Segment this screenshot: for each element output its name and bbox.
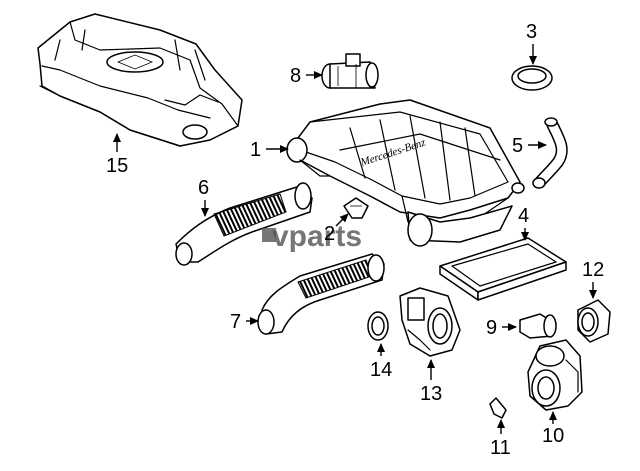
callout-label-8: 8 (290, 65, 301, 87)
duct-connector-ring (519, 313, 557, 339)
retaining-clip (343, 197, 369, 219)
intake-duct-upper (175, 182, 313, 266)
small-bracket (489, 397, 507, 419)
callout-11: 11 (490, 419, 511, 459)
callout-label-7: 7 (230, 311, 241, 333)
callout-7: 7 (230, 311, 259, 333)
callout-label-3: 3 (526, 21, 537, 43)
engine-cover (37, 13, 243, 147)
callout-13: 13 (420, 359, 442, 405)
intake-duct-lower (257, 253, 385, 335)
callout-label-11: 11 (490, 437, 511, 459)
breather-hose (532, 117, 568, 189)
callout-label-5: 5 (512, 135, 523, 157)
callout-9: 9 (486, 317, 517, 339)
callout-10: 10 (542, 411, 564, 447)
throttle-body (399, 287, 461, 357)
callout-4: 4 (518, 205, 529, 241)
callout-3: 3 (526, 21, 537, 65)
callout-label-10: 10 (542, 425, 564, 447)
callout-15: 15 (106, 133, 128, 177)
watermark-text: vparts (272, 220, 362, 253)
callout-label-1: 1 (250, 139, 261, 161)
callout-5: 5 (512, 135, 547, 157)
callout-label-4: 4 (518, 205, 529, 227)
callout-label-9: 9 (486, 317, 497, 339)
callout-2: 2 (324, 213, 349, 245)
callout-8: 8 (290, 65, 323, 87)
callout-label-15: 15 (106, 155, 128, 177)
throttle-gasket (367, 311, 389, 341)
callout-label-2: 2 (324, 223, 335, 245)
seal-ring (511, 65, 553, 91)
callout-label-13: 13 (420, 383, 442, 405)
callout-14: 14 (370, 343, 392, 381)
callout-12: 12 (582, 259, 604, 299)
air-cleaner-housing: Mercedes-Benz (286, 99, 525, 247)
air-filter-element (439, 237, 567, 301)
callout-label-14: 14 (370, 359, 392, 381)
coupling-sleeve (577, 299, 611, 343)
callout-1: 1 (250, 139, 289, 161)
callout-label-6: 6 (198, 177, 209, 199)
watermark: vparts (262, 220, 362, 253)
callout-6: 6 (198, 177, 209, 217)
callout-label-12: 12 (582, 259, 604, 281)
throttle-adapter-housing (527, 339, 583, 411)
mass-airflow-sensor (321, 53, 379, 89)
